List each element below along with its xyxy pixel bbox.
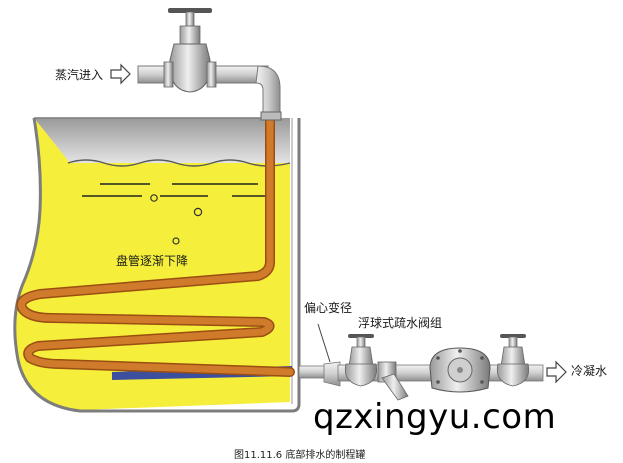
watermark: qzxingyu.com xyxy=(313,397,557,437)
steam-in-label: 蒸汽进入 xyxy=(55,68,104,82)
float-trap-group-label: 浮球式疏水阀组 xyxy=(358,316,443,330)
float-trap[interactable] xyxy=(429,347,491,393)
tank-headspace xyxy=(34,118,290,163)
bubbles xyxy=(150,194,203,245)
surface-ripples xyxy=(82,183,272,197)
heating-coil xyxy=(16,113,295,377)
steam-in-arrow-icon xyxy=(110,63,131,85)
y-strainer[interactable] xyxy=(377,361,409,401)
condensate-out-arrow-icon xyxy=(546,360,567,384)
eccentric-reducer-label: 偏心变径 xyxy=(304,301,353,315)
coil-descending-label: 盘管逐渐下降 xyxy=(116,254,189,268)
steam-globe-valve[interactable] xyxy=(163,8,217,93)
reducer-leader-line xyxy=(317,323,331,363)
liquid-surface xyxy=(67,159,291,167)
tank-outline xyxy=(13,117,301,413)
figure-caption: 图11.11.6 底部排水的制程罐 xyxy=(234,450,366,461)
isolation-valve-1[interactable] xyxy=(344,334,378,387)
condensate-label: 冷凝水 xyxy=(571,364,608,378)
isolation-valve-2[interactable] xyxy=(496,334,530,387)
